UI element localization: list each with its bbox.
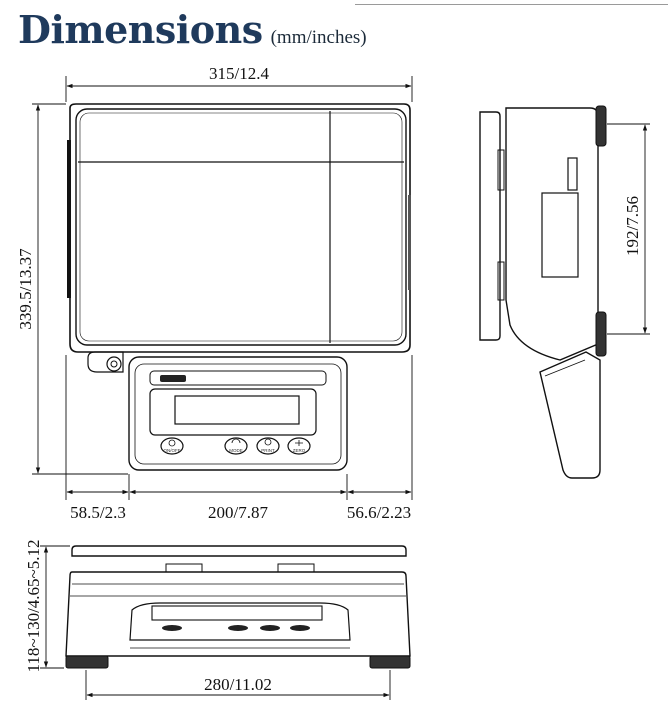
- display-panel: [128, 356, 348, 471]
- right-grip: [408, 195, 411, 290]
- front-display: [129, 602, 351, 641]
- units-subtitle: (mm/inches): [270, 27, 367, 48]
- level-bubble-icon: [106, 356, 122, 372]
- display-panel-inner: [134, 363, 342, 465]
- print-button-label: PRINT: [261, 448, 275, 453]
- side-pan-clip-top: [497, 149, 505, 191]
- brand-strip: [149, 370, 327, 386]
- side-height-label: 192/7.56: [623, 196, 642, 256]
- overall-width-label: 315/12.4: [209, 64, 269, 83]
- mode-button-label: MODE: [229, 448, 243, 453]
- zero-button: [287, 437, 311, 455]
- print-button: [256, 437, 280, 455]
- side-display-ridge: [544, 359, 586, 377]
- base-outline: [69, 103, 411, 353]
- side-connector: [567, 157, 578, 191]
- front-pan: [71, 545, 407, 557]
- zero-icon: [295, 440, 303, 446]
- front-foot-left: [65, 655, 109, 669]
- front-view-dimensions: [40, 545, 391, 700]
- front-pan-support-right: [277, 563, 315, 573]
- level-housing: [87, 351, 124, 373]
- front-key-1: [162, 625, 182, 631]
- front-view: [65, 545, 411, 669]
- front-width-label: 280/11.02: [204, 675, 272, 694]
- mode-button: [224, 437, 248, 455]
- front-pan-support-left: [165, 563, 203, 573]
- page-title: Dimensions (mm/inches): [18, 6, 367, 62]
- front-foot-right: [369, 655, 411, 669]
- left-grip: [67, 140, 71, 298]
- right-offset-label: 56.6/2.23: [347, 503, 411, 522]
- brand-logo: [160, 375, 186, 382]
- front-height-label: 118~130/4.65~5.12: [24, 540, 43, 673]
- side-pan-edge: [479, 111, 501, 341]
- side-view: [479, 105, 607, 479]
- level-bubble-center: [110, 360, 118, 368]
- display-width-label: 200/7.87: [208, 503, 268, 522]
- front-key-2: [228, 625, 248, 631]
- on-off-button-label: ON/OFF: [164, 448, 181, 453]
- front-key-3: [260, 625, 280, 631]
- side-label-plate: [541, 192, 579, 278]
- side-view-dimensions: [607, 123, 650, 335]
- title-text: Dimensions: [18, 7, 263, 52]
- top-view: ON/OFF MODE PRINT ZERO: [67, 103, 411, 471]
- side-pan-clip-bottom: [497, 261, 505, 301]
- pan-inner-edge: [79, 112, 403, 342]
- side-display-tower: [539, 351, 601, 479]
- overall-depth-label: 339.5/13.37: [16, 248, 35, 330]
- front-body: [65, 571, 411, 657]
- on-off-button: [160, 437, 184, 455]
- lcd-screen: [174, 395, 300, 425]
- lcd-bezel: [149, 388, 317, 436]
- left-offset-label: 58.5/2.3: [70, 503, 126, 522]
- front-key-4: [290, 625, 310, 631]
- power-icon: [168, 439, 176, 447]
- front-display-window: [151, 605, 323, 621]
- side-foot-bottom: [595, 311, 607, 357]
- zero-button-label: ZERO: [293, 448, 306, 453]
- header-rule: [355, 4, 668, 5]
- print-icon: [264, 438, 272, 446]
- side-body: [505, 107, 599, 361]
- weighing-pan: [75, 108, 407, 346]
- top-view-dimensions: [32, 76, 413, 500]
- mode-icon: [231, 438, 241, 444]
- side-foot-top: [595, 105, 607, 147]
